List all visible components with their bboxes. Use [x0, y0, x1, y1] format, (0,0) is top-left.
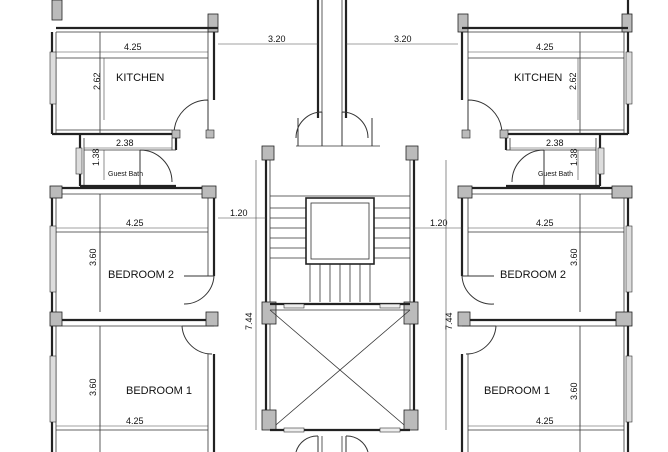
- dimension-label: 1.38: [569, 148, 579, 166]
- dimension-label: 4.25: [536, 42, 554, 52]
- dimension-label: 4.25: [124, 42, 142, 52]
- room-label: BEDROOM 1: [126, 385, 192, 397]
- kitchen-right: KITCHEN 4.25 2.62: [460, 32, 633, 139]
- room-label: Guest Bath: [538, 171, 573, 178]
- bedroom2-left: 4.25 3.60 BEDROOM 2: [49, 185, 217, 312]
- dimension-label: 3.20: [268, 34, 286, 44]
- dimension-label: 4.25: [126, 416, 144, 426]
- dimension-label: 3.20: [394, 34, 412, 44]
- room-label: Guest Bath: [108, 171, 143, 178]
- dimension-label: 3.60: [88, 378, 98, 396]
- bedroom1-right: 4.25 3.60 BEDROOM 1: [457, 311, 633, 452]
- room-label: KITCHEN: [116, 72, 164, 84]
- dimension-label: 2.62: [568, 72, 578, 90]
- dimension-label: 2.38: [546, 138, 564, 148]
- dimension-label: 7.44: [244, 312, 254, 330]
- central-core: 3.20 3.20: [218, 0, 462, 452]
- dimension-label: 3.60: [88, 248, 98, 266]
- left-unit: KITCHEN 4.25 2.62 2.38 1.38 Guest Bath: [49, 0, 219, 452]
- guest-bath-right: 2.38 1.38 Guest Bath: [504, 134, 605, 188]
- kitchen-left: KITCHEN 4.25 2.62: [49, 32, 216, 139]
- room-label: BEDROOM 2: [108, 269, 174, 281]
- stair-flight-left: [270, 207, 306, 259]
- dimension-label: 4.25: [536, 218, 554, 228]
- guest-bath-left: 2.38 1.38 Guest Bath: [75, 134, 178, 188]
- right-unit: KITCHEN 4.25 2.62 2.38 1.38 Guest Bath: [457, 0, 633, 452]
- dimension-label: 3.60: [569, 248, 579, 266]
- dimension-label: 4.25: [126, 218, 144, 228]
- dimension-label: 7.44: [444, 312, 454, 330]
- dimension-label: 2.38: [116, 138, 134, 148]
- room-label: BEDROOM 1: [484, 385, 550, 397]
- room-label: BEDROOM 2: [500, 269, 566, 281]
- dimension-label: 4.25: [536, 416, 554, 426]
- bedroom2-right: 4.25 3.60 BEDROOM 2: [457, 185, 633, 312]
- dimension-label: 1.20: [230, 208, 248, 218]
- room-label: KITCHEN: [514, 72, 562, 84]
- dimension-label: 2.62: [92, 72, 102, 90]
- stair-flight-bottom: [309, 264, 371, 302]
- dimension-label: 1.38: [91, 148, 101, 166]
- dimension-label: 3.60: [569, 382, 579, 400]
- dimension-label: 1.20: [430, 218, 448, 228]
- stair-flight-right: [374, 207, 410, 259]
- bedroom1-left: 4.25 3.60 BEDROOM 1: [49, 311, 219, 452]
